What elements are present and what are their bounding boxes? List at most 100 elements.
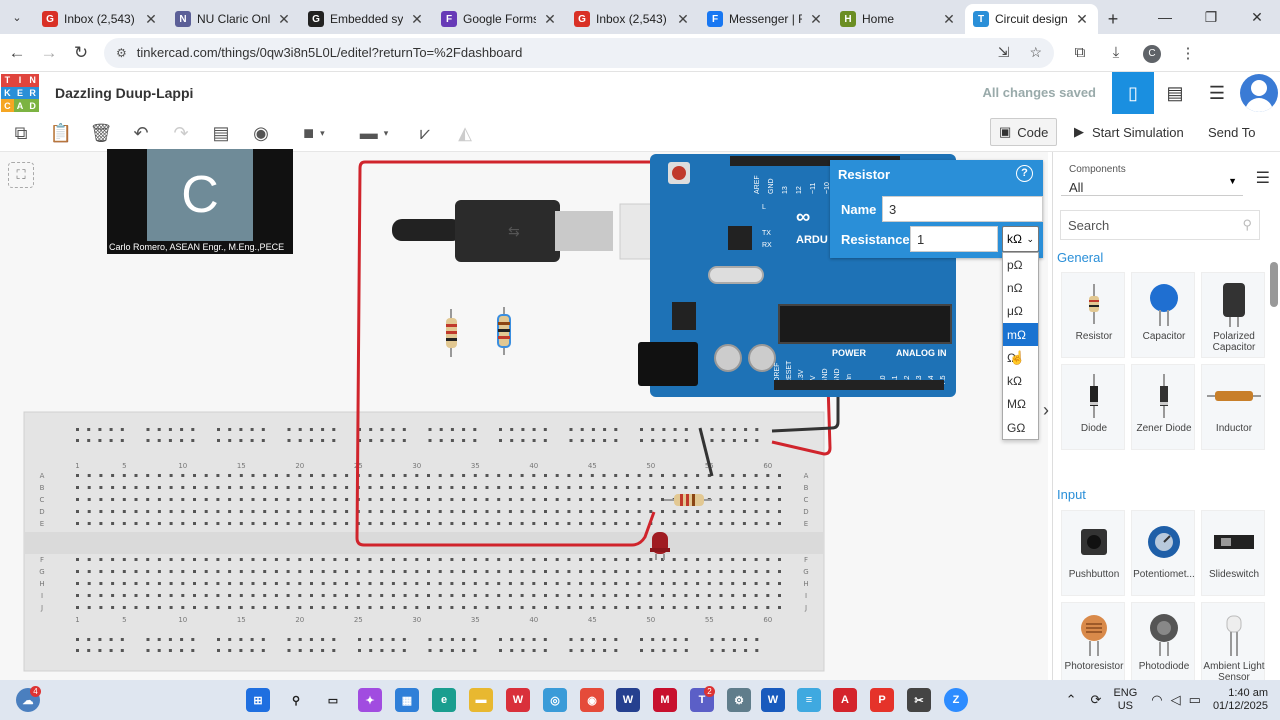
component-card-diode[interactable]: Diode bbox=[1061, 364, 1125, 450]
component-list-button[interactable]: ☰ bbox=[1208, 82, 1226, 103]
component-card-pushbutton[interactable]: Pushbutton bbox=[1061, 510, 1125, 596]
store-icon[interactable]: ▦ bbox=[395, 688, 419, 712]
new-tab-button[interactable]: + bbox=[1107, 8, 1119, 29]
edge-icon[interactable]: e bbox=[432, 688, 456, 712]
back-icon[interactable]: ← bbox=[8, 42, 26, 62]
send-to-button[interactable]: Send To bbox=[1208, 118, 1255, 146]
word-icon[interactable]: W bbox=[761, 688, 785, 712]
sidebar-scrollbar[interactable] bbox=[1270, 252, 1278, 672]
word-blue-icon[interactable]: W bbox=[616, 688, 640, 712]
reload-icon[interactable]: ↻ bbox=[73, 42, 89, 62]
schematic-view-button[interactable]: ▤ bbox=[1166, 82, 1184, 103]
profile-icon[interactable]: C bbox=[1134, 43, 1170, 63]
component-card-inductor[interactable]: Inductor bbox=[1201, 364, 1265, 450]
component-card-zener-diode[interactable]: Zener Diode bbox=[1131, 364, 1195, 450]
close-tab-icon[interactable]: ✕ bbox=[1076, 10, 1088, 27]
fit-view-icon[interactable]: ⛶ bbox=[8, 162, 34, 188]
component-search-input[interactable]: Search⚲ bbox=[1060, 210, 1260, 240]
close-window-icon[interactable]: ✕ bbox=[1251, 9, 1263, 25]
close-tab-icon[interactable]: ✕ bbox=[810, 10, 822, 27]
copilot-icon[interactable]: ✦ bbox=[358, 688, 382, 712]
battery-icon[interactable]: ▭ bbox=[1188, 692, 1201, 707]
app-icon-gear[interactable]: ⚙ bbox=[727, 688, 751, 712]
taskbar-search-icon[interactable]: ⚲ bbox=[291, 694, 301, 707]
help-icon[interactable]: ? bbox=[1016, 165, 1033, 182]
flip-icon[interactable]: ◭ bbox=[458, 122, 472, 143]
unit-option[interactable]: pΩ bbox=[1007, 257, 1023, 272]
component-card-photodiode[interactable]: Photodiode bbox=[1131, 602, 1195, 688]
acrobat-icon[interactable]: A bbox=[833, 688, 857, 712]
name-input[interactable] bbox=[882, 196, 1043, 222]
list-view-icon[interactable]: ☰ bbox=[1255, 170, 1270, 187]
close-tab-icon[interactable]: ✕ bbox=[278, 10, 290, 27]
notes-visibility-icon[interactable]: ◉ bbox=[253, 122, 269, 143]
project-title[interactable]: Dazzling Duup-Lappi bbox=[55, 85, 194, 101]
url-field[interactable]: ⚙ tinkercad.com/things/0qw3i8n5L0L/edite… bbox=[104, 37, 1054, 68]
tab-search-menu-icon[interactable]: ⌄ bbox=[12, 11, 22, 24]
collapse-panel-icon[interactable]: › bbox=[1043, 400, 1049, 420]
language-indicator[interactable]: ENG US bbox=[1113, 687, 1137, 713]
undo-icon[interactable]: ↶ bbox=[133, 122, 149, 143]
bookmark-star-icon[interactable]: ☆ bbox=[1029, 44, 1042, 60]
clock[interactable]: 1:40 am 01/12/2025 bbox=[1213, 687, 1268, 713]
user-avatar[interactable] bbox=[1240, 74, 1278, 112]
extensions-icon[interactable]: ⧉ bbox=[1074, 44, 1086, 61]
chrome-icon[interactable]: ◉ bbox=[580, 688, 604, 712]
unit-option[interactable]: MΩ bbox=[1007, 397, 1026, 412]
start-icon[interactable]: ⊞ bbox=[246, 688, 270, 712]
component-card-resistor[interactable]: Resistor bbox=[1061, 272, 1125, 358]
wifi-icon[interactable]: ◠ bbox=[1151, 692, 1163, 707]
close-tab-icon[interactable]: ✕ bbox=[943, 10, 955, 27]
code-button[interactable]: ▣Code bbox=[990, 118, 1058, 146]
component-card-slideswitch[interactable]: Slideswitch bbox=[1201, 510, 1265, 596]
site-info-icon[interactable]: ⚙ bbox=[116, 45, 127, 60]
unit-option[interactable]: GΩ bbox=[1007, 420, 1026, 435]
component-card-potentiomet[interactable]: Potentiomet... bbox=[1131, 510, 1195, 596]
paste-icon[interactable]: 📋 bbox=[49, 122, 73, 143]
widgets-icon[interactable]: ☁ bbox=[16, 688, 40, 712]
delete-icon[interactable]: 🗑 bbox=[89, 122, 113, 143]
mcafee-icon[interactable]: M bbox=[653, 688, 677, 712]
close-tab-icon[interactable]: ✕ bbox=[411, 10, 423, 27]
close-tab-icon[interactable]: ✕ bbox=[145, 10, 157, 27]
start-simulation-button[interactable]: ▶Start Simulation bbox=[1064, 118, 1194, 146]
task-view-icon[interactable]: ▭ bbox=[327, 694, 339, 707]
install-app-icon[interactable]: ⇲ bbox=[997, 44, 1010, 60]
component-card-ambient-light-sensor[interactable]: Ambient Light Sensor bbox=[1201, 602, 1265, 688]
forward-icon[interactable]: → bbox=[40, 42, 58, 62]
sync-icon[interactable]: ⟳ bbox=[1090, 692, 1102, 707]
component-card-capacitor[interactable]: Capacitor bbox=[1131, 272, 1195, 358]
unit-option[interactable]: μΩ bbox=[1007, 304, 1023, 319]
component-card-photoresistor[interactable]: Photoresistor bbox=[1061, 602, 1125, 688]
wps-icon[interactable]: W bbox=[506, 688, 530, 712]
downloads-icon[interactable]: ⤓ bbox=[1112, 44, 1120, 61]
unit-select[interactable]: kΩ⌄ bbox=[1002, 226, 1039, 252]
circuit-view-button[interactable]: ▯ bbox=[1112, 72, 1154, 114]
component-card-polarized-capacitor[interactable]: Polarized Capacitor bbox=[1201, 272, 1265, 358]
unit-option[interactable]: kΩ bbox=[1007, 374, 1022, 389]
close-tab-icon[interactable]: ✕ bbox=[677, 10, 689, 27]
snipping-icon[interactable]: ✂ bbox=[907, 688, 931, 712]
scrollbar-thumb[interactable] bbox=[1270, 262, 1278, 307]
close-tab-icon[interactable]: ✕ bbox=[544, 10, 556, 27]
pdf-app-icon[interactable]: P bbox=[870, 688, 894, 712]
components-filter[interactable]: Components All ▼ bbox=[1061, 158, 1243, 196]
chrome-dev-icon[interactable]: ◎ bbox=[543, 688, 567, 712]
resistance-input[interactable] bbox=[910, 226, 998, 252]
unit-option[interactable]: nΩ bbox=[1007, 280, 1023, 295]
wire-color-icon[interactable]: ■ ▾ bbox=[303, 122, 325, 143]
unit-option[interactable]: mΩ bbox=[1003, 322, 1038, 347]
file-explorer-icon[interactable]: ▬ bbox=[469, 688, 493, 712]
notepad-icon[interactable]: ≡ bbox=[797, 688, 821, 712]
copy-icon[interactable]: ⧉ bbox=[14, 122, 28, 143]
volume-icon[interactable]: ◁ bbox=[1170, 692, 1181, 707]
minimize-icon[interactable]: — bbox=[1158, 9, 1172, 25]
notes-icon[interactable]: ▤ bbox=[212, 122, 230, 143]
